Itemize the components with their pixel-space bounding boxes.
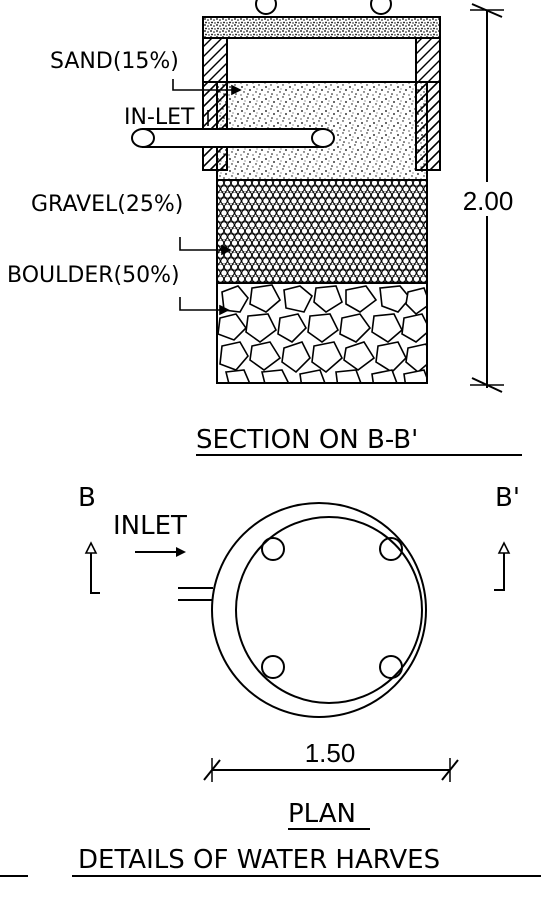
sheet-title: DETAILS OF WATER HARVES bbox=[78, 845, 440, 875]
section-marker-left-arrow bbox=[84, 541, 100, 594]
section-marker-left: B bbox=[78, 483, 96, 513]
section-title: SECTION ON B-B' bbox=[196, 425, 418, 455]
depth-dimension: 2.00 bbox=[449, 3, 525, 393]
plan-vent-bottom-left bbox=[261, 655, 285, 679]
right-wall-lower bbox=[415, 81, 441, 171]
vent-circle-right bbox=[370, 0, 392, 15]
plan-drawing: INLET B B' 1.50 PLAN bbox=[78, 483, 520, 830]
vent-circle-left bbox=[255, 0, 277, 15]
left-wall-lower bbox=[202, 81, 228, 171]
boulder-label: BOULDER(50%) bbox=[7, 263, 180, 288]
plan-title: PLAN bbox=[288, 799, 356, 829]
section-marker-right: B' bbox=[495, 483, 520, 513]
gravel-label: GRAVEL(25%) bbox=[31, 192, 183, 217]
boulder-layer bbox=[216, 282, 428, 384]
depth-value: 2.00 bbox=[463, 186, 514, 216]
empty-chamber bbox=[226, 37, 417, 83]
diameter-dimension: 1.50 bbox=[203, 738, 459, 782]
plan-inlet-pipe bbox=[178, 587, 213, 601]
sand-label: SAND(15%) bbox=[50, 49, 179, 74]
plan-outer-ring bbox=[211, 502, 427, 718]
cover-slab bbox=[202, 16, 441, 39]
section-marker-right-arrow bbox=[494, 541, 511, 591]
inlet-section-label: IN-LET bbox=[124, 105, 195, 130]
plan-vent-top-right bbox=[379, 537, 403, 561]
plan-inner-ring bbox=[235, 516, 423, 704]
label-leaders bbox=[172, 79, 242, 316]
inlet-pipe bbox=[131, 128, 335, 148]
sheet-title-block: DETAILS OF WATER HARVES bbox=[0, 845, 541, 877]
plan-vent-top-left bbox=[261, 537, 285, 561]
section-drawing: 2.00 SAND(15%) IN-LET GRAVEL(25%) BOULDE… bbox=[7, 0, 525, 456]
plan-inlet-label: INLET bbox=[113, 511, 187, 541]
plan-vent-bottom-right bbox=[379, 655, 403, 679]
diameter-value: 1.50 bbox=[305, 738, 356, 768]
inlet-arrow bbox=[135, 547, 186, 557]
gravel-layer bbox=[216, 179, 428, 284]
